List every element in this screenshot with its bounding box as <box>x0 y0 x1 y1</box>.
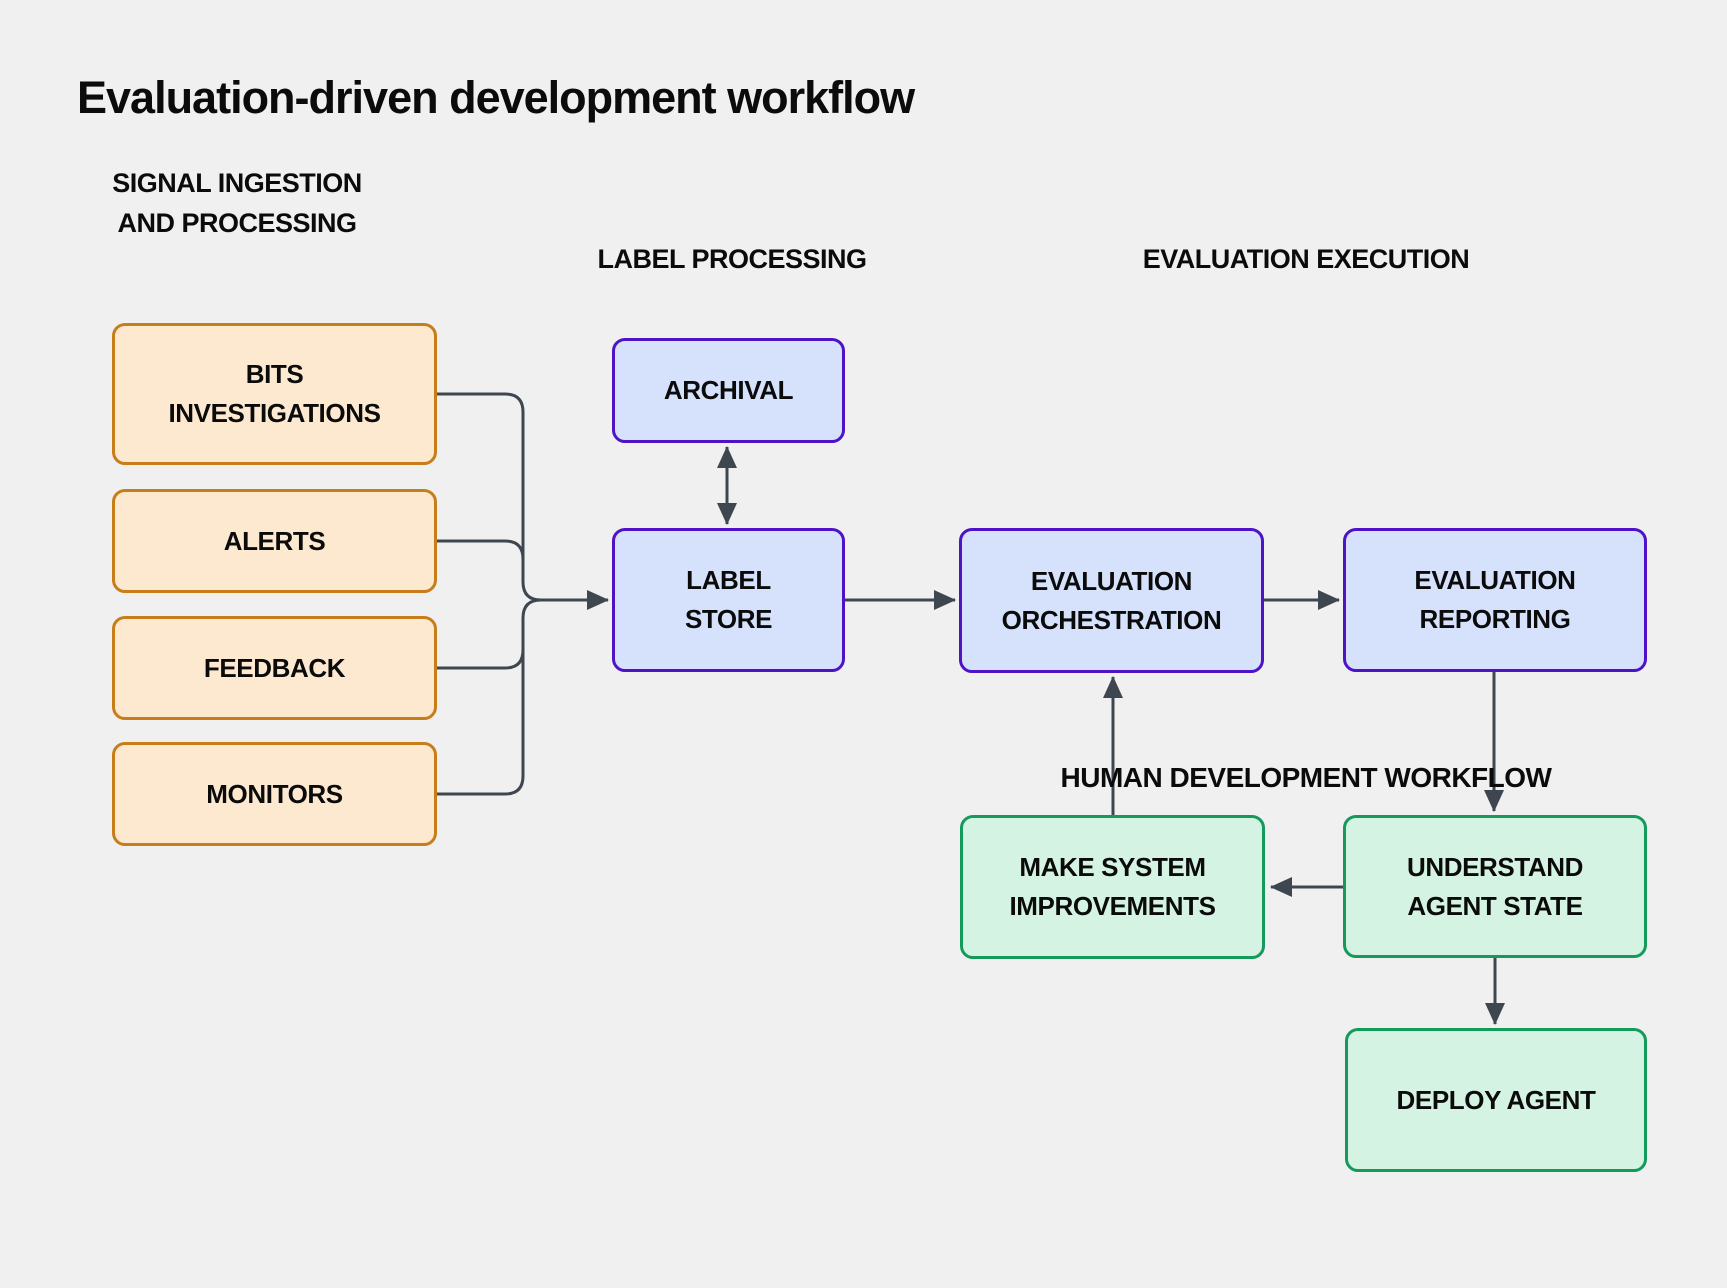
header-signal-ingestion-processing: SIGNAL INGESTION AND PROCESSING <box>112 168 362 238</box>
node-label: ALERTS <box>223 525 326 556</box>
node-evaluation-orchestration: EVALUATION ORCHESTRATION <box>959 528 1264 673</box>
node-evaluation-reporting: EVALUATION REPORTING <box>1343 528 1647 672</box>
node-label-store: LABEL STORE <box>612 528 845 672</box>
edge-monitors-to-bus <box>437 598 542 796</box>
node-label: LABEL STORE <box>684 565 773 634</box>
node-feedback: FEEDBACK <box>112 616 437 720</box>
node-label: EVALUATION REPORTING <box>1414 565 1576 634</box>
edge-feedback-to-bus <box>437 649 525 670</box>
edge-alerts-to-bus <box>437 539 525 560</box>
header-label-processing: LABEL PROCESSING <box>597 244 867 274</box>
node-understand-agent-state: UNDERSTAND AGENT STATE <box>1343 815 1647 958</box>
node-label: MONITORS <box>206 778 343 809</box>
node-label: UNDERSTAND AGENT STATE <box>1406 851 1584 921</box>
node-label: BITS INVESTIGATIONS <box>168 359 381 428</box>
node-label: ARCHIVAL <box>663 375 794 405</box>
label-human-development-workflow: HUMAN DEVELOPMENT WORKFLOW <box>1060 762 1552 793</box>
node-label: DEPLOY AGENT <box>1396 1084 1596 1115</box>
edge-bits-to-bus <box>437 392 542 602</box>
node-archival: ARCHIVAL <box>612 338 845 443</box>
node-make-system-improvements: MAKE SYSTEM IMPROVEMENTS <box>960 815 1265 959</box>
node-label: MAKE SYSTEM IMPROVEMENTS <box>1009 852 1216 921</box>
node-label: EVALUATION ORCHESTRATION <box>1001 565 1222 635</box>
header-evaluation-execution: EVALUATION EXECUTION <box>1142 244 1470 274</box>
node-deploy-agent: DEPLOY AGENT <box>1345 1028 1647 1172</box>
node-monitors: MONITORS <box>112 742 437 846</box>
page-title: Evaluation-driven development workflow <box>77 72 915 123</box>
node-bits-investigations: BITS INVESTIGATIONS <box>112 323 437 465</box>
node-alerts: ALERTS <box>112 489 437 593</box>
node-label: FEEDBACK <box>203 652 346 683</box>
